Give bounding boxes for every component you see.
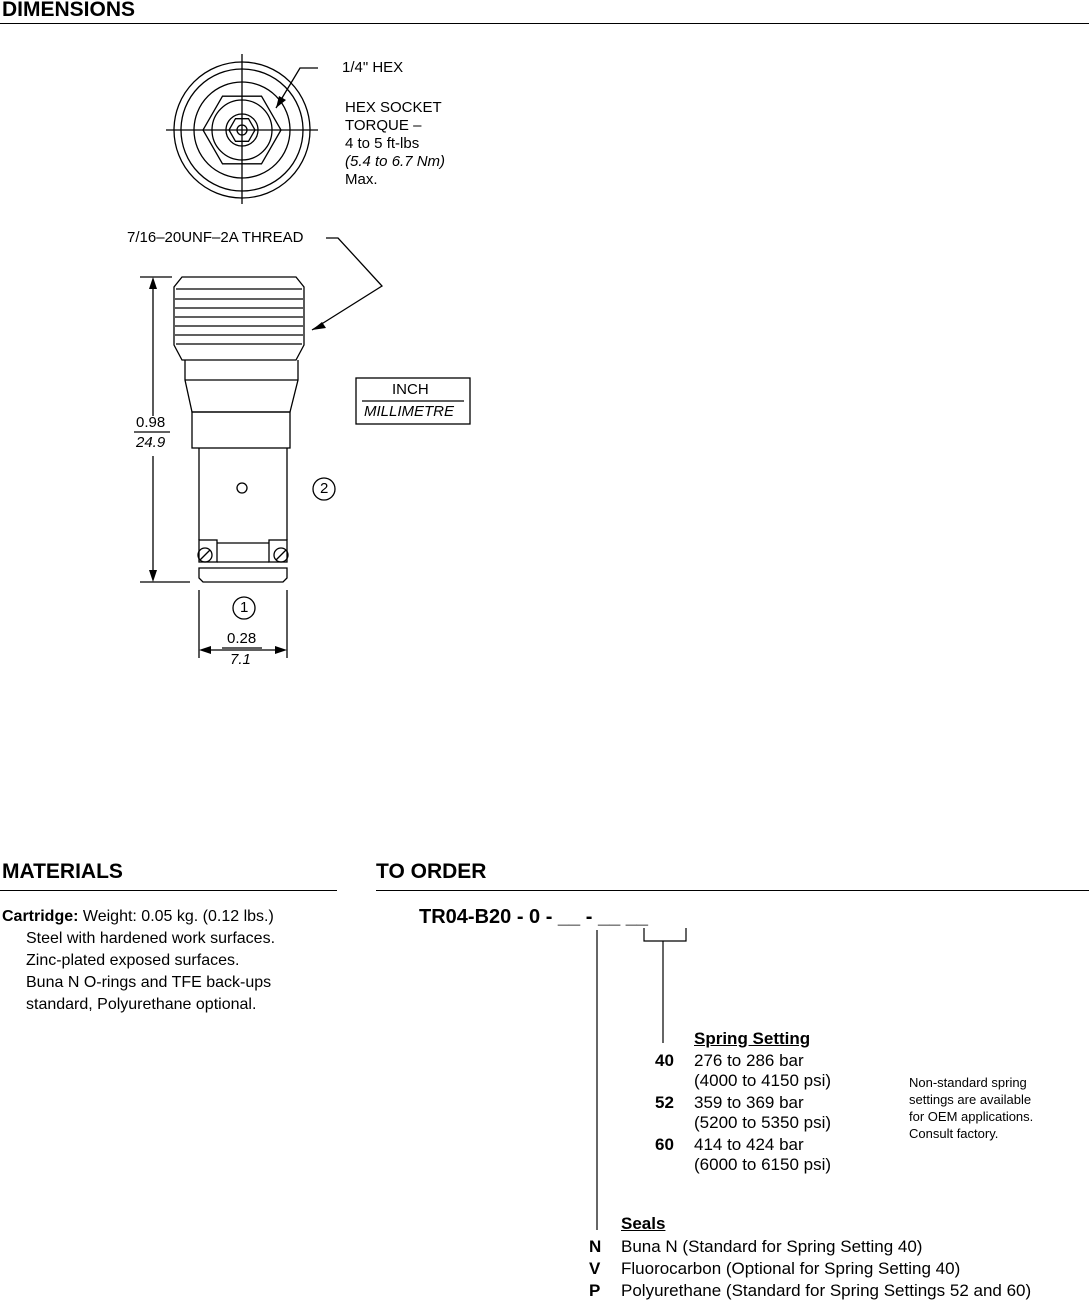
spring-heading: Spring Setting bbox=[694, 1029, 811, 1048]
hex-label: 1/4" HEX bbox=[342, 59, 404, 76]
order-rule bbox=[376, 890, 1089, 891]
spring-code-40: 40 bbox=[655, 1051, 674, 1070]
units-inch: INCH bbox=[392, 381, 429, 398]
port-1-number: 1 bbox=[240, 599, 249, 616]
dimensions-title: DIMENSIONS bbox=[2, 0, 136, 21]
seal-desc-p: Polyurethane (Standard for Spring Settin… bbox=[621, 1281, 1032, 1300]
spring-bar-60: 414 to 424 bar bbox=[694, 1135, 804, 1154]
cartridge-label: Cartridge: bbox=[2, 908, 79, 925]
spring-psi-52: (5200 to 5350 psi) bbox=[694, 1113, 832, 1132]
material-line-2: Zinc-plated exposed surfaces. bbox=[26, 952, 240, 969]
torque-metric: (5.4 to 6.7 Nm) bbox=[345, 153, 446, 170]
height-mm: 24.9 bbox=[136, 434, 166, 451]
seal-code-n: N bbox=[589, 1237, 602, 1256]
spring-bar-40: 276 to 286 bar bbox=[694, 1051, 804, 1070]
seal-desc-n: Buna N (Standard for Spring Setting 40) bbox=[621, 1237, 923, 1256]
width-mm: 7.1 bbox=[230, 651, 251, 668]
cartridge-weight: Weight: 0.05 kg. (0.12 lbs.) bbox=[78, 908, 274, 925]
spring-note-line-4: Consult factory. bbox=[909, 1126, 999, 1141]
spring-psi-60: (6000 to 6150 psi) bbox=[694, 1155, 832, 1174]
spring-bar-52: 359 to 369 bar bbox=[694, 1093, 804, 1112]
height-inch: 0.98 bbox=[136, 414, 166, 431]
dimensions-rule bbox=[0, 23, 1089, 24]
seals-heading: Seals bbox=[621, 1214, 666, 1233]
spring-psi-40: (4000 to 4150 psi) bbox=[694, 1071, 832, 1090]
cartridge-drawing bbox=[134, 54, 471, 658]
port-2-number: 2 bbox=[320, 480, 329, 497]
torque-line-3: 4 to 5 ft-lbs bbox=[345, 135, 420, 152]
spring-code-52: 52 bbox=[655, 1093, 674, 1112]
width-inch: 0.28 bbox=[227, 630, 257, 647]
spring-note-line-3: for OEM applications. bbox=[909, 1109, 1034, 1124]
cartridge-weight-line: Cartridge: Weight: 0.05 kg. (0.12 lbs.) bbox=[2, 906, 274, 928]
spring-note-line-1: Non-standard spring bbox=[909, 1075, 1027, 1090]
spring-note-line-2: settings are available bbox=[909, 1092, 1032, 1107]
units-mm: MILLIMETRE bbox=[364, 403, 455, 420]
material-line-1: Steel with hardened work surfaces. bbox=[26, 930, 276, 947]
torque-max: Max. bbox=[345, 171, 378, 188]
seal-code-p: P bbox=[589, 1281, 601, 1300]
spring-code-60: 60 bbox=[655, 1135, 674, 1154]
seal-code-v: V bbox=[589, 1259, 601, 1278]
order-title: TO ORDER bbox=[376, 860, 487, 883]
material-line-4: standard, Polyurethane optional. bbox=[26, 996, 257, 1013]
seal-desc-v: Fluorocarbon (Optional for Spring Settin… bbox=[621, 1259, 961, 1278]
materials-rule bbox=[0, 890, 337, 891]
torque-line-2: TORQUE – bbox=[345, 117, 422, 134]
model-code: TR04-B20 - 0 - __ - __ __ bbox=[419, 906, 648, 928]
materials-title: MATERIALS bbox=[2, 860, 123, 883]
torque-line-1: HEX SOCKET bbox=[345, 99, 442, 116]
thread-label: 7/16–20UNF–2A THREAD bbox=[127, 229, 304, 246]
material-line-3: Buna N O-rings and TFE back-ups bbox=[26, 974, 272, 991]
